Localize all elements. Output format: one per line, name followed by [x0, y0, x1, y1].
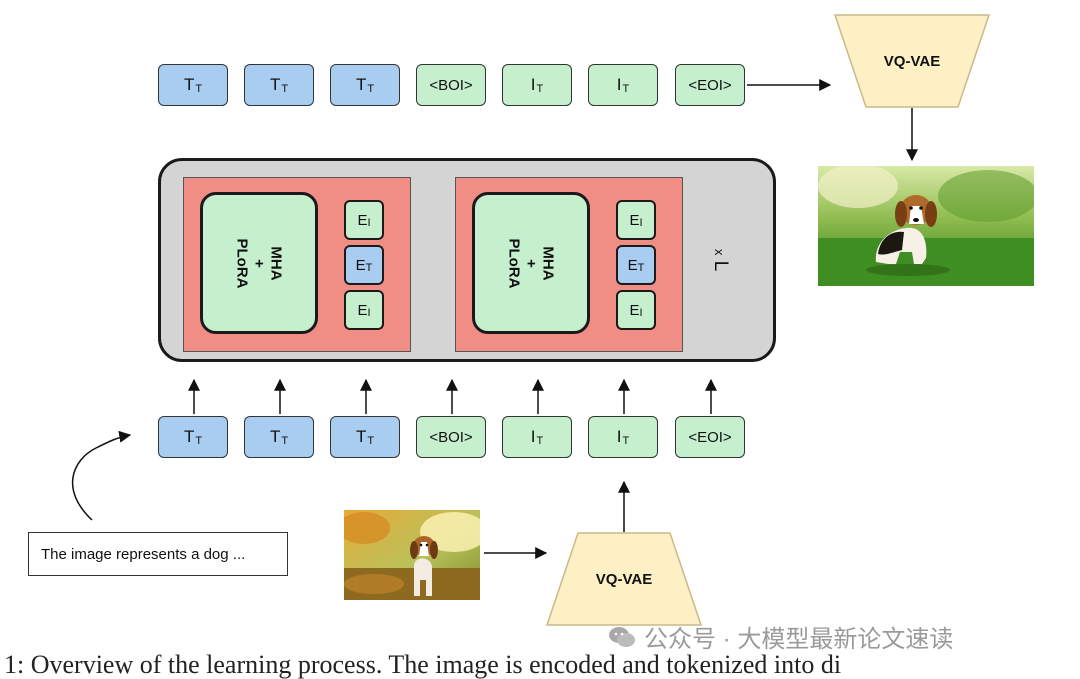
wechat-icon: [609, 626, 635, 647]
input-text-value: The image represents a dog ...: [41, 545, 246, 563]
input-token-1-subscript: T: [195, 435, 203, 447]
input-token-6-label: I: [616, 427, 622, 446]
input-token-5-label: I: [530, 427, 536, 446]
output-token-5-subscript: T: [536, 83, 544, 95]
figure-caption: 1: Overview of the learning process. The…: [0, 650, 1080, 679]
expert-2-2-subscript: T: [637, 262, 645, 274]
repeat-count: L: [710, 260, 732, 272]
output-token-4-label: <BOI>: [429, 76, 473, 94]
mha-plora-module-2: MHA + PLoRA: [472, 192, 590, 334]
expert-2-3-label: E: [629, 301, 640, 319]
input-token-2-label: T: [269, 427, 281, 446]
input-token-7-label: <EOI>: [688, 428, 732, 446]
vq-vae-encoder: VQ-VAE: [546, 532, 702, 626]
expert-2-1-label: E: [629, 211, 640, 229]
watermark-text: 公众号 · 大模型最新论文速读: [644, 626, 954, 653]
watermark: 公众号 · 大模型最新论文速读: [608, 619, 953, 654]
expert-1-1-label: E: [357, 211, 368, 229]
output-token-6-label: I: [616, 75, 622, 94]
input-token-3-subscript: T: [367, 435, 375, 447]
expert-1-1-subscript: I: [367, 217, 371, 229]
input-token-4-label: <BOI>: [429, 428, 473, 446]
expert-2-3-subscript: I: [639, 307, 643, 319]
output-token-1-subscript: T: [195, 83, 203, 95]
output-token-1-label: T: [183, 75, 195, 94]
output-token-3-subscript: T: [367, 83, 375, 95]
layer-repeat-label: x L: [709, 249, 731, 271]
expert-1-2-subscript: T: [365, 262, 373, 274]
expert-1-3-subscript: I: [367, 307, 371, 319]
vq-vae-encoder-label: VQ-VAE: [595, 570, 653, 588]
repeat-prefix: x: [712, 248, 728, 256]
output-token-7-label: <EOI>: [688, 76, 732, 94]
output-token-5-label: I: [530, 75, 536, 94]
input-token-5-subscript: T: [536, 435, 544, 447]
mha-plora-label-2: MHA + PLoRA: [505, 238, 557, 288]
input-token-2-subscript: T: [281, 435, 289, 447]
input-dog-image: [344, 510, 480, 600]
expert-2-1-subscript: I: [639, 217, 643, 229]
vq-vae-decoder: VQ-VAE: [834, 14, 990, 108]
output-token-2-subscript: T: [281, 83, 289, 95]
input-token-1-label: T: [183, 427, 195, 446]
expert-1-3-label: E: [357, 301, 368, 319]
expert-2-2-label: E: [627, 256, 638, 274]
output-dog-image: [818, 166, 1034, 286]
input-token-4: <BOI>: [416, 416, 486, 458]
expert-1-2-label: E: [355, 256, 366, 274]
input-token-7: <EOI>: [675, 416, 745, 458]
input-text-box: The image represents a dog ...: [28, 532, 288, 576]
output-token-7: <EOI>: [675, 64, 745, 106]
output-token-3-label: T: [355, 75, 367, 94]
mha-plora-label-1: MHA + PLoRA: [233, 238, 285, 288]
output-token-4: <BOI>: [416, 64, 486, 106]
output-token-6-subscript: T: [622, 83, 630, 95]
figure-caption-text: 1: Overview of the learning process. The…: [4, 650, 842, 679]
vq-vae-decoder-label: VQ-VAE: [883, 52, 941, 70]
input-token-3-label: T: [355, 427, 367, 446]
mha-plora-module-1: MHA + PLoRA: [200, 192, 318, 334]
input-token-6-subscript: T: [622, 435, 630, 447]
output-token-2-label: T: [269, 75, 281, 94]
